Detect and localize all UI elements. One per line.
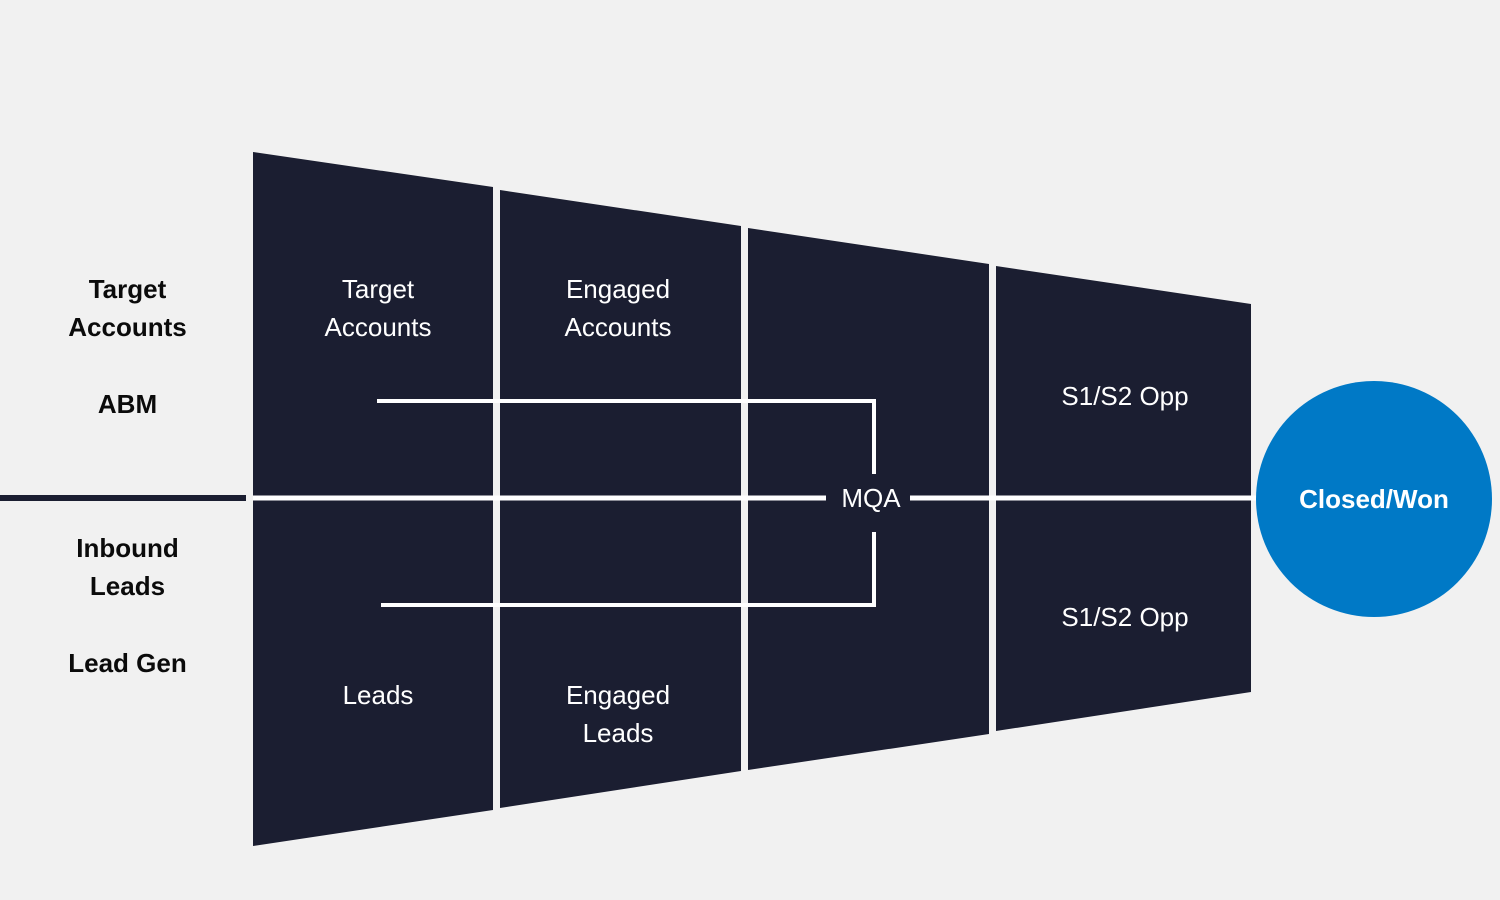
- side-label-inbound-leads: Inbound Leads: [76, 533, 179, 601]
- stage-opp-bottom: S1/S2 Opp: [1061, 602, 1189, 632]
- funnel-panel-3: [748, 228, 989, 770]
- side-label-abm: ABM: [97, 389, 158, 419]
- stage-leads: Leads: [342, 680, 414, 710]
- mqa-bracket-top: [377, 399, 876, 474]
- stage-opp-top: S1/S2 Opp: [1061, 381, 1189, 411]
- side-label-lead-gen: Lead Gen: [68, 648, 187, 678]
- closed-won-label: Closed/Won: [1299, 483, 1449, 514]
- side-label-target-accounts: Target Accounts: [68, 274, 187, 342]
- closed-won-circle: Closed/Won: [1256, 381, 1492, 617]
- stage-engaged-accounts: Engaged Accounts: [564, 274, 672, 342]
- stage-mqa: MQA: [841, 483, 901, 513]
- stage-target-accounts: Target Accounts: [324, 274, 432, 342]
- mqa-bracket-bottom: [381, 532, 876, 607]
- stage-engaged-leads: Engaged Leads: [565, 680, 671, 748]
